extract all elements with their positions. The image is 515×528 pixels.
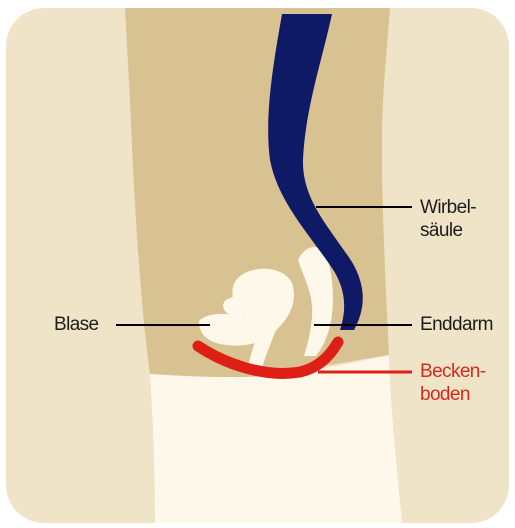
label-wirbelsaeule-line1: Wirbel-	[420, 196, 476, 219]
label-enddarm: Enddarm	[420, 313, 493, 336]
label-beckenboden-line2: boden	[420, 383, 486, 406]
label-blase: Blase	[54, 313, 99, 336]
label-wirbelsaeule-line2: säule	[420, 219, 476, 242]
label-beckenboden: Becken- boden	[420, 360, 486, 406]
label-blase-text: Blase	[54, 313, 99, 336]
lower-body	[150, 355, 402, 523]
label-enddarm-text: Enddarm	[420, 313, 493, 336]
label-wirbelsaeule: Wirbel- säule	[420, 196, 476, 242]
label-beckenboden-line1: Becken-	[420, 360, 486, 383]
